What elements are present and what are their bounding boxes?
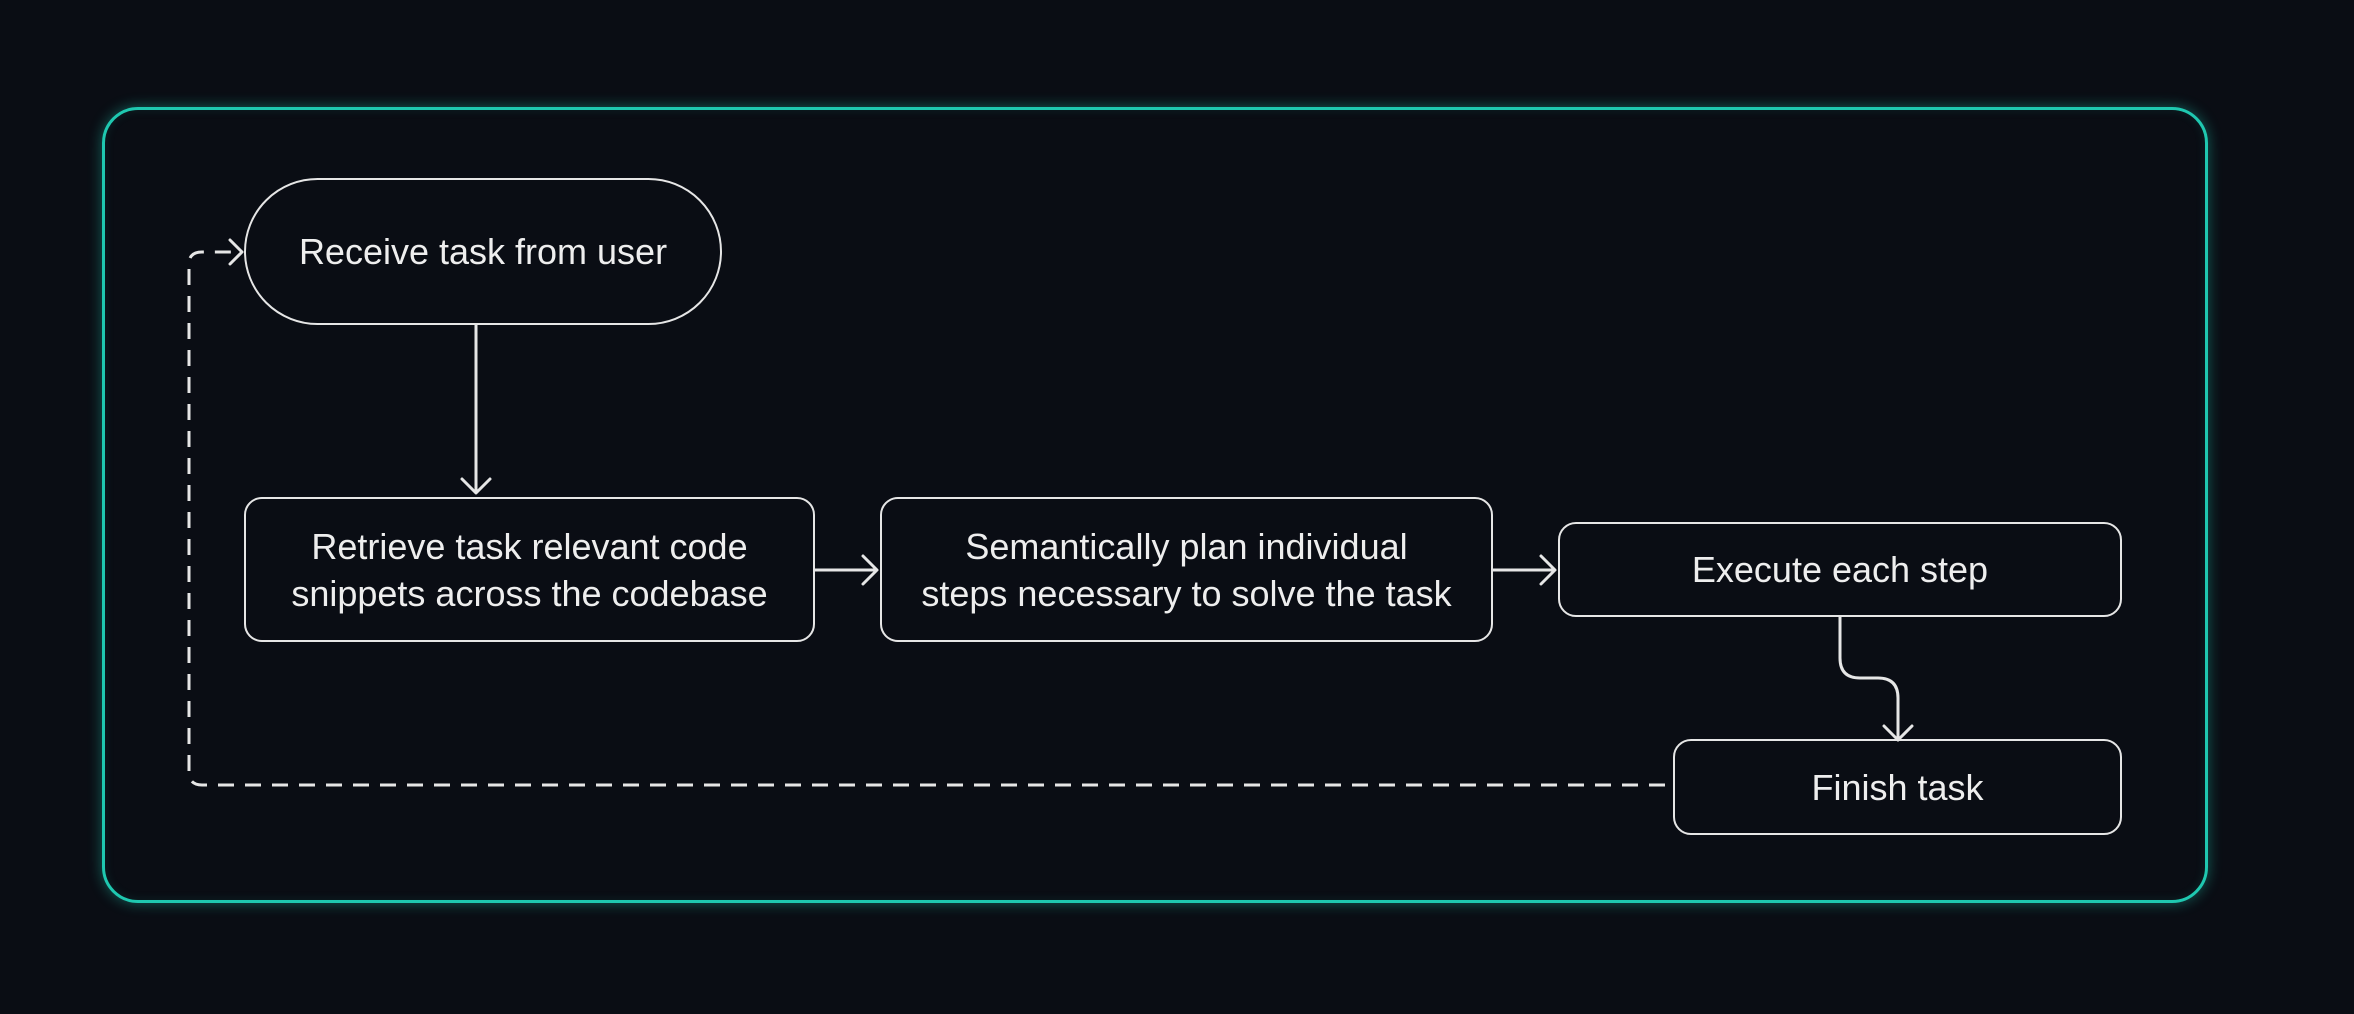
node-execute-step-label: Execute each step <box>1691 549 1989 590</box>
node-plan-steps-line1: Semantically plan individual <box>965 525 1408 567</box>
diagram-frame <box>102 107 2208 903</box>
arrow-finish-to-receive-loop <box>187 238 1665 787</box>
node-plan-steps: Semantically plan individual steps neces… <box>880 497 1493 642</box>
arrow-retrieve-to-plan <box>815 554 879 586</box>
node-receive-task-label: Receive task from user <box>298 231 668 272</box>
node-finish-task: Finish task <box>1673 739 2122 835</box>
node-plan-steps-line2: steps necessary to solve the task <box>921 572 1452 614</box>
node-execute-step: Execute each step <box>1558 522 2122 617</box>
node-receive-task: Receive task from user <box>244 178 722 325</box>
node-retrieve-snippets-line1: Retrieve task relevant code <box>311 525 748 567</box>
node-retrieve-snippets: Retrieve task relevant code snippets acr… <box>244 497 815 642</box>
arrow-plan-to-execute <box>1493 554 1557 586</box>
node-retrieve-snippets-line2: snippets across the codebase <box>291 572 768 614</box>
arrow-receive-to-retrieve <box>460 325 492 495</box>
node-finish-task-label: Finish task <box>1811 766 1984 808</box>
arrow-execute-to-finish <box>1838 615 1914 742</box>
